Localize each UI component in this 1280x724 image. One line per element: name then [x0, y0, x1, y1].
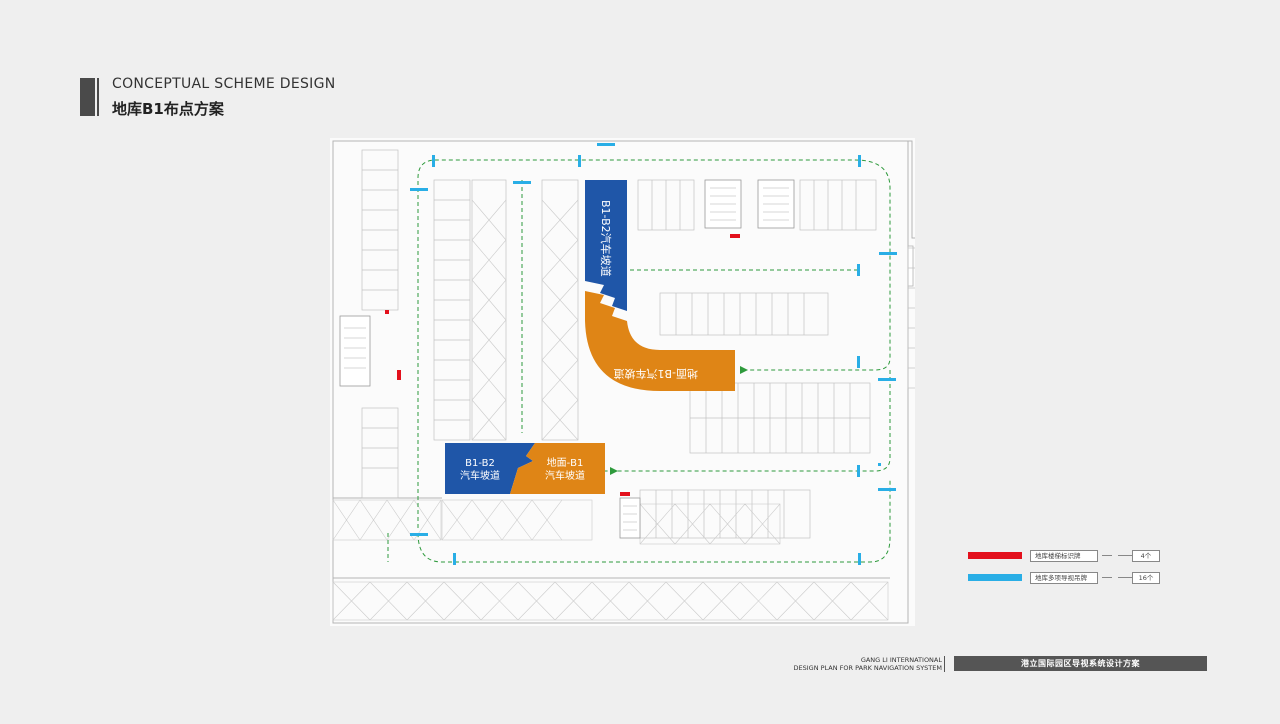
stair-lines — [344, 187, 789, 531]
legend-row-hanging-sign: 地库多项导视吊牌 16个 — [968, 572, 1198, 584]
legend-swatch-blue — [968, 574, 1022, 581]
stair-signs — [385, 234, 740, 496]
footer-cn: 港立国际园区导视系统设计方案 — [954, 656, 1207, 671]
ramp-ground-b1-bottom — [510, 443, 605, 494]
legend-connector — [1102, 555, 1112, 556]
header-title-cn: 地库B1布点方案 — [112, 100, 224, 118]
ramp-ground-b1-curve — [585, 291, 735, 391]
navigation-routes — [387, 159, 891, 563]
ramp-label-ground-b1: 地面-B1汽车坡道 — [613, 367, 698, 381]
header-accent-line — [97, 78, 99, 116]
plan-right-wing — [907, 245, 914, 287]
footer-en-line1: GANG LI INTERNATIONAL — [860, 656, 942, 664]
ramp-label-ground-b1-bottom-1: 地面-B1 — [547, 456, 584, 469]
floor-plan: B1-B2汽车坡道 地面-B1汽车坡道 B1-B2 汽车坡道 地面-B1 汽车坡… — [330, 138, 915, 626]
footer-en: GANG LI INTERNATIONAL DESIGN PLAN FOR PA… — [760, 656, 943, 672]
ramp-label-b1-b2-bottom-1: B1-B2 — [465, 458, 495, 469]
header-title-en: CONCEPTUAL SCHEME DESIGN — [112, 76, 336, 92]
legend-connector — [1102, 577, 1112, 578]
legend-connector — [1118, 555, 1132, 556]
header-accent-bar — [80, 78, 95, 116]
ramp-b1-b2-vertical — [585, 180, 627, 311]
ramp-label-b1-b2-vertical: B1-B2汽车坡道 — [599, 200, 613, 277]
parking-stalls — [361, 149, 915, 539]
ramp-label-b1-b2-bottom-2: 汽车坡道 — [460, 469, 500, 482]
ramp-label-ground-b1-bottom-2: 汽车坡道 — [545, 469, 585, 482]
ramp-b1-b2-bottom — [445, 443, 535, 494]
footer-en-line2: DESIGN PLAN FOR PARK NAVIGATION SYSTEM — [793, 664, 943, 672]
legend-count: 16个 — [1132, 572, 1160, 584]
legend-label: 地库多项导视吊牌 — [1030, 572, 1098, 584]
legend-row-stair-sign: 地库楼梯标识牌 4个 — [968, 550, 1198, 562]
route-arrowheads — [610, 366, 748, 475]
hanging-signs — [410, 143, 897, 565]
legend-count: 4个 — [1132, 550, 1160, 562]
legend-label: 地库楼梯标识牌 — [1030, 550, 1098, 562]
legend-swatch-red — [968, 552, 1022, 559]
footer-separator — [944, 656, 945, 672]
legend-connector — [1118, 577, 1132, 578]
